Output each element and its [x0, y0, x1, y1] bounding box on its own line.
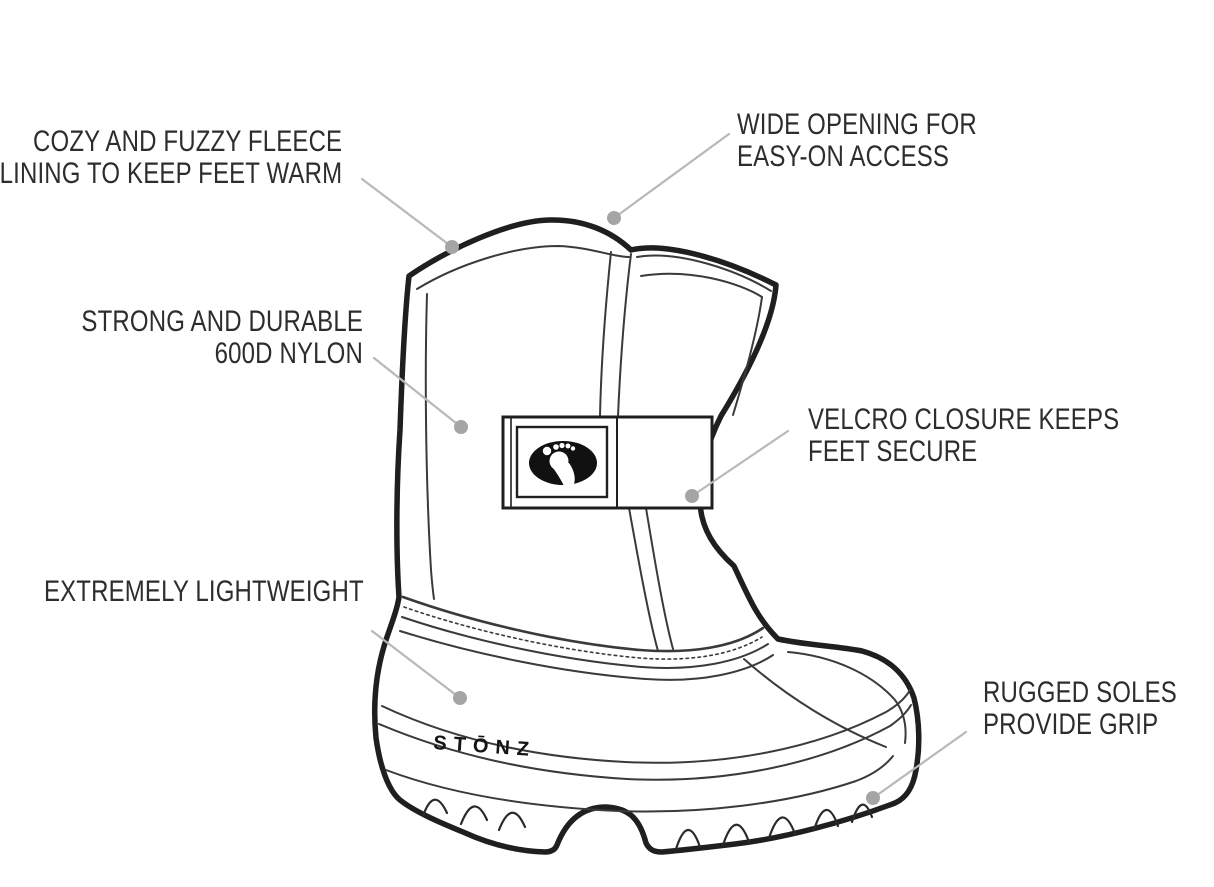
boot-outline: [372, 217, 922, 855]
leader-dot-soles: [866, 791, 880, 805]
back-flap-edge-line: [636, 254, 772, 292]
lower-seam-left: [628, 507, 659, 652]
label-velcro-closure: VELCRO CLOSURE KEEPS FEET SECURE: [808, 404, 1119, 468]
leader-line-lightweight: [370, 629, 462, 700]
label-fleece-lining: COZY AND FUZZY FLEECE LINING TO KEEP FEE…: [0, 126, 342, 190]
front-panel-seam: [424, 293, 435, 600]
label-fleece-line1: COZY AND FUZZY FLEECE: [32, 125, 342, 158]
leader-line-soles: [871, 730, 968, 800]
label-lightweight-line1: EXTREMELY LIGHTWEIGHT: [44, 575, 364, 608]
ankle-band-stitch: [403, 606, 763, 660]
leader-line-velcro: [690, 429, 790, 498]
label-velcro-line2: FEET SECURE: [808, 435, 978, 468]
label-fleece-line2: LINING TO KEEP FEET WARM: [0, 157, 342, 190]
back-flap-panel-line: [640, 272, 764, 416]
label-soles-line1: RUGGED SOLES: [983, 676, 1177, 709]
velcro-strap: [501, 415, 714, 510]
leader-dot-opening: [607, 211, 621, 225]
leader-dot-nylon: [454, 420, 468, 434]
boot-detail-lines: [378, 244, 912, 813]
leader-lines: [360, 132, 968, 800]
leader-line-nylon: [372, 356, 463, 429]
flap-seam-right: [617, 253, 632, 417]
label-opening-line2: EASY-ON ACCESS: [737, 140, 950, 173]
ankle-band-mid: [401, 616, 769, 669]
midsole-line-1: [381, 689, 911, 764]
sole-tread-lugs: [421, 798, 874, 851]
leader-dot-fleece: [445, 240, 459, 254]
leader-dot-lightweight: [453, 691, 467, 705]
label-wide-opening: WIDE OPENING FOR EASY-ON ACCESS: [737, 109, 977, 173]
vamp-line: [743, 658, 887, 748]
leader-line-fleece: [360, 177, 454, 249]
label-rugged-soles: RUGGED SOLES PROVIDE GRIP: [983, 677, 1177, 741]
leader-dots: [445, 211, 880, 805]
flap-seam-left: [599, 251, 612, 417]
leader-dot-velcro: [685, 489, 699, 503]
midsole-line-2: [378, 704, 912, 781]
ankle-band-bottom: [399, 630, 774, 681]
label-lightweight: EXTREMELY LIGHTWEIGHT: [44, 576, 364, 608]
label-nylon-line1: STRONG AND DURABLE: [81, 305, 363, 338]
leader-line-opening: [612, 132, 731, 220]
collar-inner-line: [416, 244, 630, 290]
ankle-band-top: [401, 595, 765, 653]
toe-inner-line: [787, 651, 907, 744]
label-velcro-line1: VELCRO CLOSURE KEEPS: [808, 403, 1120, 436]
label-nylon-line2: 600D NYLON: [214, 337, 363, 370]
label-soles-line2: PROVIDE GRIP: [983, 708, 1159, 741]
midsole-line-3: [385, 755, 894, 813]
label-durable-nylon: STRONG AND DURABLE 600D NYLON: [81, 306, 363, 370]
footprint-logo-icon: [529, 441, 597, 489]
lower-seam-right: [645, 507, 674, 650]
label-opening-line1: WIDE OPENING FOR: [737, 108, 977, 141]
